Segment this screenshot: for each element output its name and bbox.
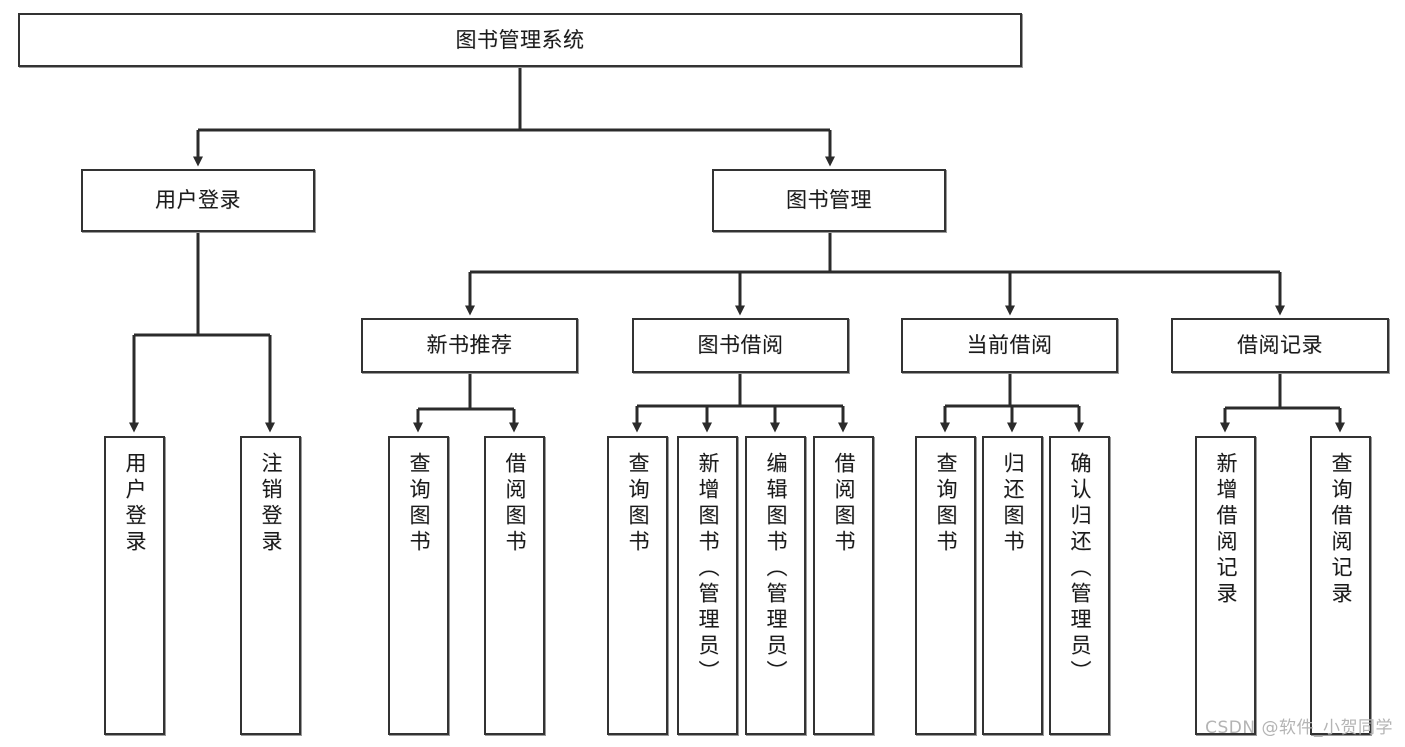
node-label: 借阅图书 bbox=[503, 452, 527, 556]
node-label: 归还图书 bbox=[1001, 452, 1025, 556]
node-label: 用户登录 bbox=[123, 452, 147, 556]
node-label: 查询图书 bbox=[934, 452, 958, 556]
node-label: 新书推荐 bbox=[426, 333, 513, 358]
leaf-confirm-return[interactable]: 确认归还（管理员） bbox=[1049, 436, 1110, 735]
leaf-query-book-2[interactable]: 查询图书 bbox=[607, 436, 668, 735]
node-label: 查询图书 bbox=[407, 452, 431, 556]
node-user-login[interactable]: 用户登录 bbox=[81, 169, 315, 232]
watermark-text: CSDN @软件_小贺同学 bbox=[1205, 718, 1393, 738]
node-book-borrow[interactable]: 图书借阅 bbox=[632, 318, 849, 373]
leaf-query-record[interactable]: 查询借阅记录 bbox=[1310, 436, 1371, 735]
leaf-borrow-book-1[interactable]: 借阅图书 bbox=[484, 436, 545, 735]
node-new-book-recommend[interactable]: 新书推荐 bbox=[361, 318, 578, 373]
node-label: 用户登录 bbox=[155, 188, 241, 213]
node-label: 查询借阅记录 bbox=[1329, 452, 1353, 608]
node-label: 图书管理系统 bbox=[455, 27, 585, 52]
node-label: 注销登录 bbox=[259, 452, 283, 556]
leaf-add-book[interactable]: 新增图书（管理员） bbox=[677, 436, 738, 735]
leaf-edit-book[interactable]: 编辑图书（管理员） bbox=[745, 436, 806, 735]
leaf-return-book[interactable]: 归还图书 bbox=[982, 436, 1043, 735]
node-root-system[interactable]: 图书管理系统 bbox=[18, 13, 1022, 67]
node-label: 新增借阅记录 bbox=[1214, 452, 1238, 608]
leaf-query-book-3[interactable]: 查询图书 bbox=[915, 436, 976, 735]
node-label: 图书借阅 bbox=[697, 333, 784, 358]
node-book-manage[interactable]: 图书管理 bbox=[712, 169, 946, 232]
leaf-user-login[interactable]: 用户登录 bbox=[104, 436, 165, 735]
node-label: 当前借阅 bbox=[966, 333, 1053, 358]
leaf-query-book-1[interactable]: 查询图书 bbox=[388, 436, 449, 735]
node-label: 借阅记录 bbox=[1237, 333, 1323, 358]
node-current-borrow[interactable]: 当前借阅 bbox=[901, 318, 1118, 373]
leaf-borrow-book-2[interactable]: 借阅图书 bbox=[813, 436, 874, 735]
node-label: 编辑图书（管理员） bbox=[764, 452, 788, 686]
leaf-add-record[interactable]: 新增借阅记录 bbox=[1195, 436, 1256, 735]
node-borrow-record[interactable]: 借阅记录 bbox=[1171, 318, 1389, 373]
node-label: 新增图书（管理员） bbox=[696, 452, 720, 686]
leaf-logout-login[interactable]: 注销登录 bbox=[240, 436, 301, 735]
node-label: 借阅图书 bbox=[832, 452, 856, 556]
node-label: 图书管理 bbox=[786, 188, 872, 213]
node-label: 确认归还（管理员） bbox=[1068, 452, 1092, 686]
node-label: 查询图书 bbox=[626, 452, 650, 556]
